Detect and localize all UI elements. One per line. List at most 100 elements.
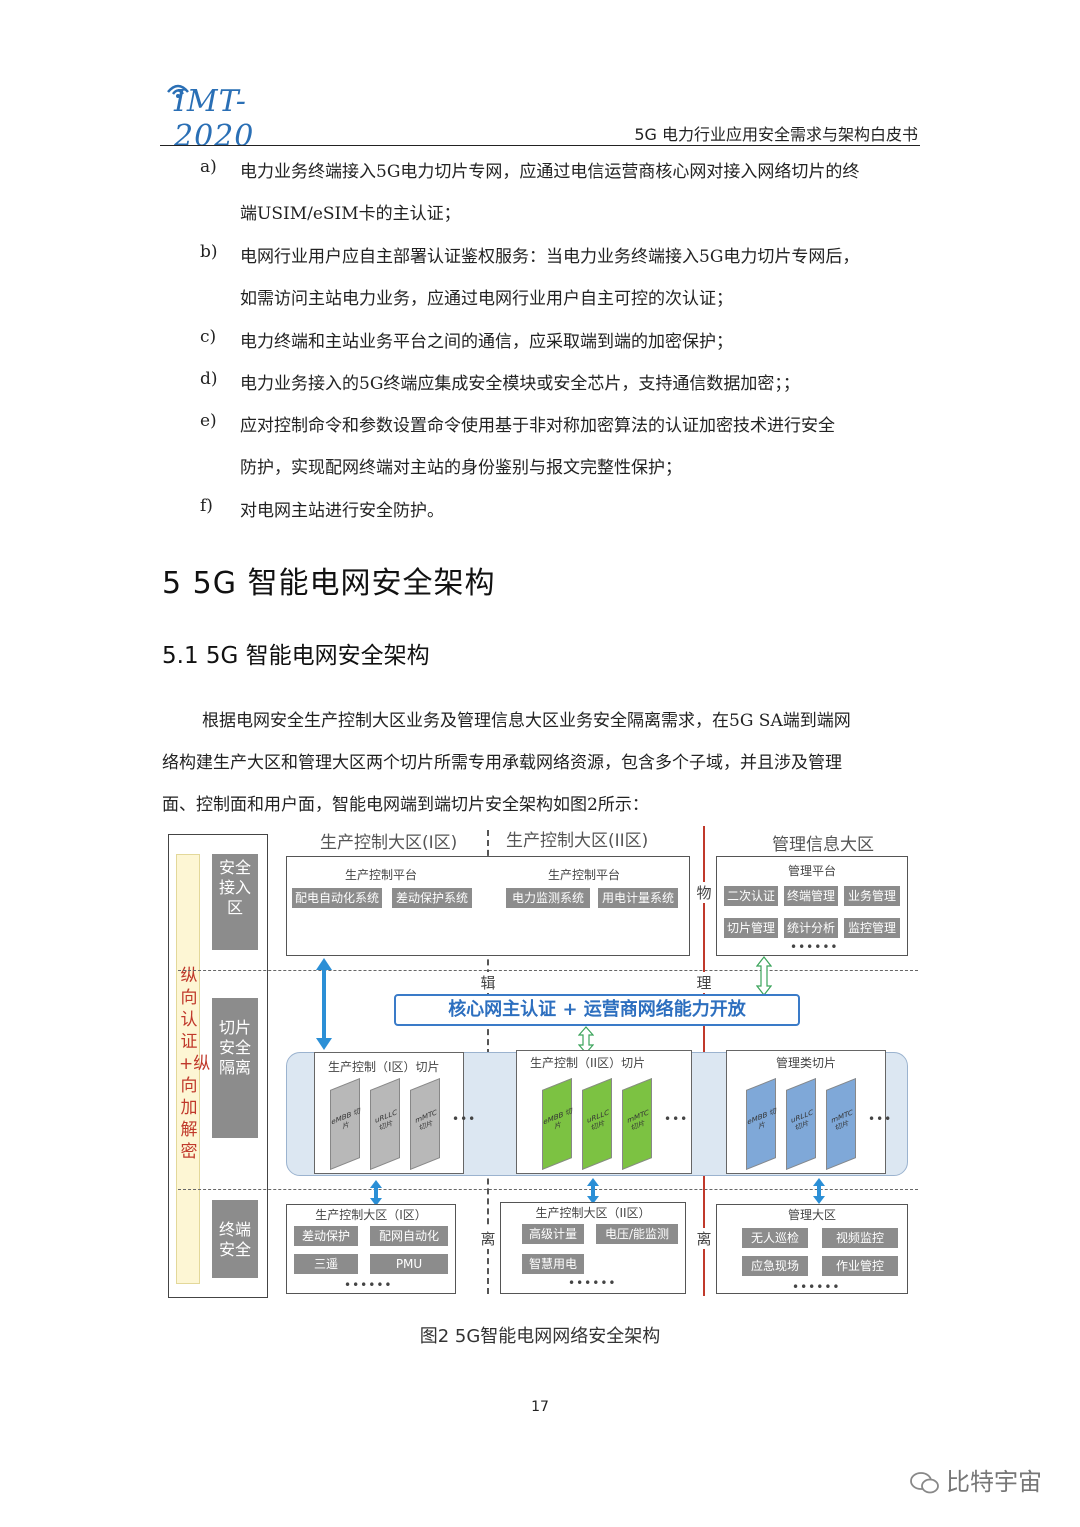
- list-text: 端USIM/eSIM卡的主认证；: [240, 204, 461, 224]
- terminal-panel-i: [286, 1204, 456, 1294]
- list-item: e) 应对控制命令和参数设置命令使用基于非对称加密算法的认证加密技术进行安全 防…: [200, 411, 920, 478]
- double-arrow-icon: [370, 1180, 382, 1206]
- zone-title-ii: 生产控制大区(II区): [506, 831, 649, 851]
- slice-sheet: eMBB 切片: [746, 1077, 777, 1171]
- terminal-security-label: 终端安全: [212, 1200, 258, 1278]
- mgmt-button: 二次认证: [724, 886, 778, 906]
- list-text: 应对控制命令和参数设置命令使用基于非对称加密算法的认证加密技术进行安全: [240, 416, 835, 436]
- list-text: 电网行业用户应自主部署认证鉴权服务：当电力业务终端接入5G电力切片专网后，: [240, 247, 860, 267]
- terminal-button: 高级计量: [522, 1224, 584, 1244]
- list-letter: d): [200, 369, 218, 389]
- terminal-button: 应急现场: [742, 1256, 808, 1276]
- list-text: 电力业务终端接入5G电力切片专网，应通过电信运营商核心网对接入网络切片的终: [240, 162, 860, 182]
- slice-sheet: mMTC 切片: [622, 1077, 652, 1171]
- slice-sheet-label: eMBB 切片: [331, 1106, 361, 1132]
- panel-title: 生产控制大区（I区）: [315, 1208, 427, 1222]
- system-button: 差动保护系统: [392, 888, 472, 908]
- panel-title: 管理平台: [787, 864, 836, 878]
- list-letter: e): [200, 411, 217, 431]
- panel-title: 管理大区: [787, 1208, 836, 1222]
- wechat-icon: [910, 1472, 939, 1494]
- figure-caption: 图2 5G智能电网网络安全架构: [419, 1326, 661, 1347]
- slice-sheet: eMBB 切片: [330, 1077, 361, 1171]
- list-letter: f): [200, 496, 213, 516]
- more-dots: ••••••: [568, 1276, 617, 1290]
- slice-sheet: uRLLC 切片: [582, 1077, 612, 1171]
- dashed-divider: [178, 970, 918, 971]
- slice-sheet-label: mMTC 切片: [627, 1108, 649, 1133]
- logo-text: IMT-2020: [174, 84, 255, 154]
- list-text: 对电网主站进行安全防护。: [240, 501, 444, 521]
- slice-sheet-label: uRLLC 切片: [375, 1108, 397, 1133]
- list-letter: a): [200, 157, 217, 177]
- zone-title-mgmt: 管理信息大区: [772, 835, 874, 855]
- core-network-banner: 核心网主认证 + 运营商网络能力开放: [394, 994, 800, 1026]
- double-arrow-icon: [813, 1178, 825, 1204]
- logical-isolation-char: 离: [478, 1228, 498, 1249]
- panel-title: 生产控制平台: [344, 868, 417, 882]
- terminal-button: PMU: [370, 1254, 448, 1274]
- terminal-button: 视频监控: [822, 1228, 898, 1248]
- slice-sheet: mMTC 切片: [410, 1077, 440, 1171]
- watermark: 比特宇宙: [910, 1462, 1042, 1497]
- terminal-button: 智慧用电: [522, 1254, 584, 1274]
- terminal-panel-mgmt: [716, 1204, 908, 1294]
- secure-access-zone-label: 安全接入区: [212, 854, 258, 950]
- terminal-button: 无人巡检: [742, 1228, 808, 1248]
- imt2020-logo: IMT-2020: [160, 78, 320, 154]
- mgmt-button: 切片管理: [724, 918, 778, 938]
- slice-sheet-label: uRLLC 切片: [791, 1108, 813, 1133]
- mgmt-button: 业务管理: [844, 886, 900, 906]
- paragraph-line: 面、控制面和用户面，智能电网端到端切片安全架构如图2所示：: [162, 795, 649, 815]
- slice-title: 生产控制（I区）切片: [328, 1060, 440, 1074]
- slice-title: 生产控制（II区）切片: [530, 1056, 646, 1070]
- left-frame: [168, 834, 268, 1298]
- paragraph-line: 络构建生产大区和管理大区两个切片所需专用承载网络资源，包含多个子域，并且涉及管理: [162, 753, 842, 773]
- slice-more-dots: •••: [664, 1112, 689, 1126]
- slice-sheet: uRLLC 切片: [370, 1077, 400, 1171]
- terminal-button: 差动保护: [294, 1226, 358, 1246]
- list-item: a) 电力业务终端接入5G电力切片专网，应通过电信运营商核心网对接入网络切片的终…: [200, 157, 920, 224]
- double-arrow-icon: [587, 1178, 599, 1204]
- more-dots: ••••••: [344, 1278, 393, 1292]
- subsection-heading: 5.1 5G 智能电网安全架构: [162, 643, 430, 669]
- slice-sheet-label: eMBB 切片: [747, 1106, 777, 1132]
- panel-title: 生产控制大区（II区）: [535, 1206, 651, 1220]
- list-item: b) 电网行业用户应自主部署认证鉴权服务：当电力业务终端接入5G电力切片专网后，…: [200, 242, 920, 309]
- list-text: 如需访问主站电力业务，应通过电网行业用户自主可控的次认证；: [240, 289, 733, 309]
- physical-isolation-char: 物: [694, 882, 714, 903]
- list-item: d) 电力业务接入的5G终端应集成安全模块或安全芯片，支持通信数据加密；；: [200, 369, 920, 394]
- list-item: c) 电力终端和主站业务平台之间的通信，应采取端到端的加密保护；: [200, 327, 920, 352]
- mgmt-button: 监控管理: [844, 918, 900, 938]
- terminal-button: 三遥: [294, 1254, 358, 1274]
- architecture-figure: 纵向认证+纵向加解密 安全接入区 切片安全隔离 终端安全 生产控制大区(I区) …: [168, 822, 924, 1302]
- slice-sheet: mMTC 切片: [826, 1077, 856, 1171]
- slice-isolation-label: 切片安全隔离: [212, 998, 258, 1138]
- terminal-panel-ii: [500, 1202, 686, 1294]
- list-text: 电力终端和主站业务平台之间的通信，应采取端到端的加密保护；: [240, 332, 733, 352]
- slice-title: 管理类切片: [776, 1056, 837, 1070]
- list-text: 防护，实现配网终端对主站的身份鉴别与报文完整性保护；: [240, 458, 682, 478]
- system-button: 电力监测系统: [506, 888, 590, 908]
- paragraph-line: 根据电网安全生产控制大区业务及管理信息大区业务安全隔离需求，在5G SA端到端网: [202, 711, 851, 731]
- management-platform-panel: [716, 856, 908, 956]
- slice-sheet: uRLLC 切片: [786, 1077, 816, 1171]
- terminal-button: 配网自动化: [370, 1226, 448, 1246]
- slice-sheet-label: mMTC 切片: [831, 1108, 853, 1133]
- physical-isolation-char: 离: [694, 1228, 714, 1249]
- slice-sheet-label: mMTC 切片: [415, 1108, 437, 1133]
- slice-sheet: eMBB 切片: [542, 1077, 573, 1171]
- slice-sheet-label: eMBB 切片: [543, 1106, 573, 1132]
- terminal-button: 电压/能监测: [596, 1224, 678, 1244]
- mgmt-button: 终端管理: [784, 886, 838, 906]
- slice-more-dots: •••: [868, 1112, 893, 1126]
- header-divider: [160, 145, 920, 146]
- more-dots: ••••••: [790, 940, 839, 954]
- physical-isolation-char: 理: [694, 972, 714, 993]
- vertical-auth-label: 纵向认证+纵向加解密: [179, 966, 211, 1162]
- outline-double-arrow-icon: [756, 956, 772, 996]
- more-dots: ••••••: [792, 1280, 841, 1294]
- slice-more-dots: •••: [452, 1112, 477, 1126]
- page-number: 17: [531, 1399, 549, 1415]
- document-header-title: 5G 电力行业应用安全需求与架构白皮书: [634, 125, 918, 144]
